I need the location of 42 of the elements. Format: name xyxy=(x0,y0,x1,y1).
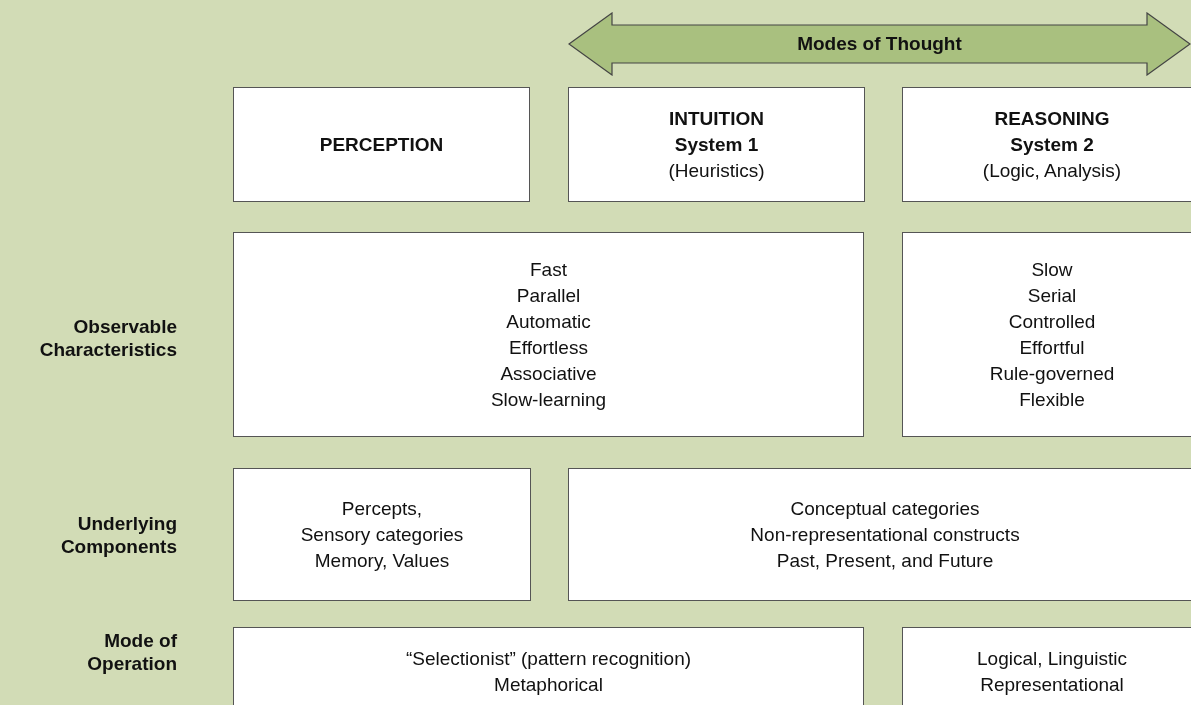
text-box xyxy=(902,627,1191,705)
body-text: Logical, Linguistic xyxy=(977,647,1127,671)
body-text: Slow xyxy=(1031,257,1073,282)
body-text: Non-representational constructs xyxy=(750,522,1020,547)
body-text: (Logic, Analysis) xyxy=(982,158,1122,183)
heading-text: System 1 xyxy=(674,132,759,157)
body-text: Past, Present, and Future xyxy=(776,548,994,573)
body-text: Automatic xyxy=(506,309,591,334)
text-box xyxy=(233,627,864,705)
body-text: Serial xyxy=(1027,283,1077,308)
body-text: Flexible xyxy=(1019,387,1085,412)
row-label: Underlying Components xyxy=(59,512,177,558)
row-label: Observable Characteristics xyxy=(38,315,177,361)
heading-text: System 2 xyxy=(1010,132,1094,157)
body-text: Parallel xyxy=(516,283,581,308)
body-text: Effortful xyxy=(1019,335,1085,360)
body-text: Metaphorical xyxy=(494,673,603,697)
text-box xyxy=(568,87,865,202)
heading-text: INTUITION xyxy=(669,106,764,131)
text-box xyxy=(902,87,1191,202)
heading-text: PERCEPTION xyxy=(319,132,444,157)
body-text: Effortless xyxy=(509,335,588,360)
body-text: Fast xyxy=(530,257,567,282)
heading-text: REASONING xyxy=(994,106,1110,131)
row-label: Mode of Operation xyxy=(86,629,177,675)
body-text: Sensory categories xyxy=(300,522,464,547)
body-text: Associative xyxy=(500,361,597,386)
text-box xyxy=(902,232,1191,437)
body-text: Conceptual categories xyxy=(790,496,980,521)
heading-text: Modes of Thought xyxy=(797,32,962,56)
text-box xyxy=(233,87,530,202)
text-box xyxy=(568,468,1191,601)
text-box xyxy=(233,232,864,437)
body-text: Slow-learning xyxy=(490,387,607,412)
body-text: Representational xyxy=(980,673,1124,697)
body-text: “Selectionist” (pattern recognition) xyxy=(405,647,692,671)
body-text: Controlled xyxy=(1008,309,1096,334)
body-text: (Heuristics) xyxy=(668,158,765,183)
text-box xyxy=(233,468,531,601)
body-text: Rule-governed xyxy=(989,361,1115,386)
body-text: Percepts, xyxy=(341,496,423,521)
body-text: Memory, Values xyxy=(314,548,450,573)
